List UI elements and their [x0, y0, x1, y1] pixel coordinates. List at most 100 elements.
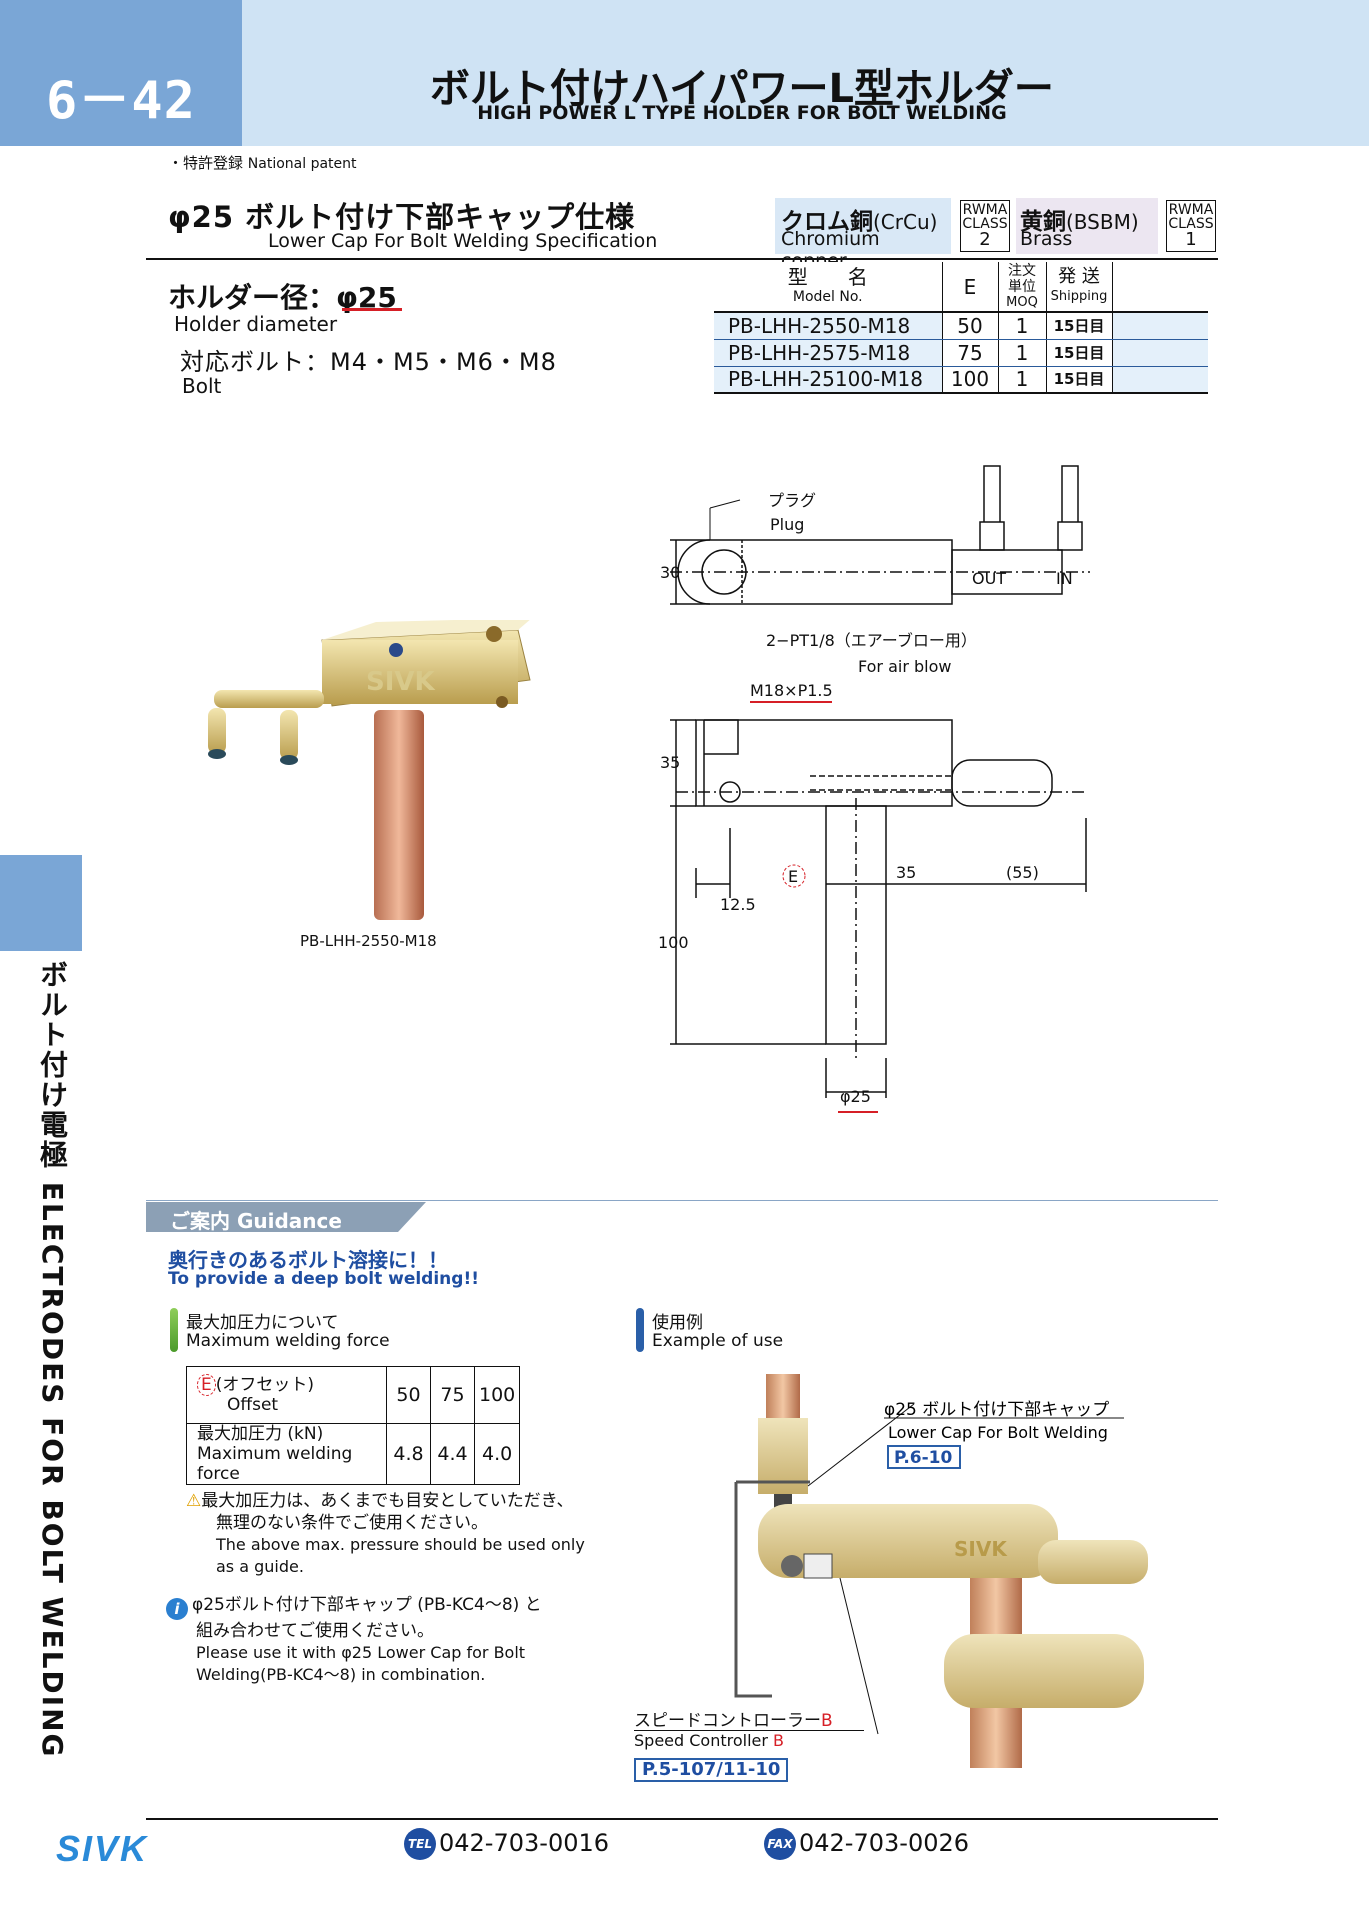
divider — [146, 258, 1218, 260]
table-row: PB-LHH-2575-M18 75 1 15日目 — [714, 339, 1208, 367]
offset-jp: (オフセット) — [215, 1375, 315, 1395]
force-jp: 最大加圧力 (kN) — [197, 1424, 324, 1444]
col-model-jp: 型 名 — [787, 264, 868, 289]
section-marker — [170, 1308, 178, 1352]
footer-rule — [146, 1818, 1218, 1820]
example-title-jp: 使用例 — [652, 1313, 703, 1333]
air-blow-en: For air blow — [858, 657, 951, 676]
info-jp1: φ25ボルト付け下部キャップ (PB-KC4〜8) と — [192, 1595, 542, 1615]
tel-icon: TEL — [404, 1828, 436, 1860]
warning-en1: The above max. pressure should be used o… — [216, 1535, 585, 1554]
guidance-rule — [146, 1200, 1218, 1201]
warning-en2: as a guide. — [216, 1557, 304, 1576]
material-jp: クロム銅 — [781, 209, 873, 235]
max-force-title-jp: 最大加圧力について — [186, 1313, 339, 1333]
e-value: 50 — [941, 312, 998, 340]
dim-phi: φ25 — [840, 1087, 871, 1106]
patent-en: National patent — [247, 156, 357, 172]
col-model-en: Model No. — [792, 288, 863, 305]
sc-jp: スピードコントローラー — [634, 1711, 821, 1731]
spec-subtitle: Lower Cap For Bolt Welding Specification — [268, 230, 658, 252]
moq-value: 1 — [997, 366, 1046, 394]
rwma-label: RWMA — [962, 202, 1008, 218]
force-value: 4.8 — [386, 1423, 431, 1485]
sc-b: B — [773, 1731, 785, 1750]
speed-controller-page-ref[interactable]: P.5-107/11-10 — [634, 1758, 789, 1782]
dim-12-5: 12.5 — [720, 895, 756, 914]
info-en2: Welding(PB-KC4〜8) in combination. — [196, 1665, 486, 1684]
col-e: E — [941, 262, 998, 313]
material-crcu: クロム銅(CrCu) Chromium copper — [775, 198, 951, 272]
illustration-logo: SIVK — [954, 1537, 1008, 1561]
logo-text: SIVK — [56, 1828, 149, 1869]
guidance-headline-jp: 奥行きのあるボルト溶接に！！ — [168, 1248, 448, 1272]
model-no: PB-LHH-2550-M18 — [714, 312, 942, 340]
bolt-en: Bolt — [182, 374, 222, 398]
guidance-band — [146, 1202, 426, 1232]
company-logo: SIVK — [56, 1828, 148, 1870]
rwma-class-badge: RWMA CLASS 1 — [1166, 200, 1216, 252]
material-code: (CrCu) — [873, 210, 938, 234]
divider — [634, 1730, 864, 1731]
table-row: PB-LHH-25100-M18 100 1 15日目 — [714, 366, 1208, 394]
extra-cell — [1111, 312, 1208, 340]
cap-label-en: Lower Cap For Bolt Welding — [888, 1423, 1108, 1442]
col-extra — [1111, 262, 1208, 313]
e-value: 100 — [941, 366, 998, 394]
col-ship-en: Shipping — [1050, 288, 1108, 304]
offset-label: E(オフセット)Offset — [186, 1366, 387, 1424]
shipping-value: 15日目 — [1045, 366, 1112, 394]
offset-value: 50 — [386, 1366, 431, 1424]
air-blow-jp: 2−PT1/8（エアーブロー用） — [766, 631, 977, 650]
shipping-value: 15日目 — [1045, 339, 1112, 367]
max-force-title-en: Maximum welding force — [186, 1331, 390, 1351]
in-label: IN — [1056, 569, 1073, 588]
photo-logo: SIVK — [366, 667, 436, 697]
force-en: Maximum welding force — [197, 1444, 353, 1484]
holder-diameter-en: Holder diameter — [174, 312, 338, 336]
technical-drawing: プラグ Plug 30 OUT IN 2−PT1/8（エアーブロー用） For … — [658, 465, 1090, 1113]
material-bsbm: 黄銅(BSBM) Brass — [1016, 198, 1158, 254]
table-row: E(オフセット)Offset 50 75 100 — [186, 1366, 521, 1424]
section-marker — [636, 1308, 644, 1352]
col-moq-jp2: 単位 — [1008, 278, 1036, 295]
force-label: 最大加圧力 (kN)Maximum welding force — [186, 1423, 387, 1485]
warning-note: ⚠最大加圧力は、あくまでも目安としていただき、 無理のない条件でご使用ください。… — [186, 1490, 626, 1578]
thread-label: M18×P1.5 — [750, 681, 833, 700]
e-mark: E — [197, 1374, 216, 1396]
page-number: 6－42 — [46, 71, 196, 131]
info-icon: i — [166, 1598, 188, 1620]
cap-label-jp: φ25 ボルト付け下部キャップ — [884, 1400, 1109, 1420]
page-number-box — [0, 0, 242, 146]
info-jp2: 組み合わせてご使用ください。 — [196, 1621, 434, 1641]
model-no: PB-LHH-2575-M18 — [714, 339, 942, 367]
col-moq-en: MOQ — [1006, 294, 1038, 310]
side-tab-marker — [0, 855, 82, 951]
force-value: 4.4 — [430, 1423, 475, 1485]
red-underline — [342, 308, 402, 311]
product-photo: SIVK — [208, 620, 531, 920]
cap-page-ref[interactable]: P.6-10 — [894, 1448, 953, 1468]
sc-en: Speed Controller — [634, 1731, 768, 1750]
class-number: 1 — [1185, 229, 1197, 250]
bolt-sizes: 対応ボルト：M4・M5・M6・M8 — [180, 348, 557, 376]
fax-icon: FAX — [764, 1828, 796, 1860]
guidance-title: ご案内 Guidance — [170, 1209, 342, 1233]
tel-value: 042-703-0016 — [439, 1829, 610, 1857]
rwma-class-badge: RWMA CLASS 2 — [960, 200, 1010, 252]
info-en1: Please use it with φ25 Lower Cap for Bol… — [196, 1643, 526, 1662]
example-title-en: Example of use — [652, 1331, 784, 1351]
out-label: OUT — [972, 569, 1006, 588]
extra-cell — [1111, 366, 1208, 394]
class-label: CLASS — [962, 216, 1008, 232]
spec-title: φ25 ボルト付け下部キャップ仕様 — [168, 200, 636, 234]
shipping-value: 15日目 — [1045, 312, 1112, 340]
e-value: 75 — [941, 339, 998, 367]
